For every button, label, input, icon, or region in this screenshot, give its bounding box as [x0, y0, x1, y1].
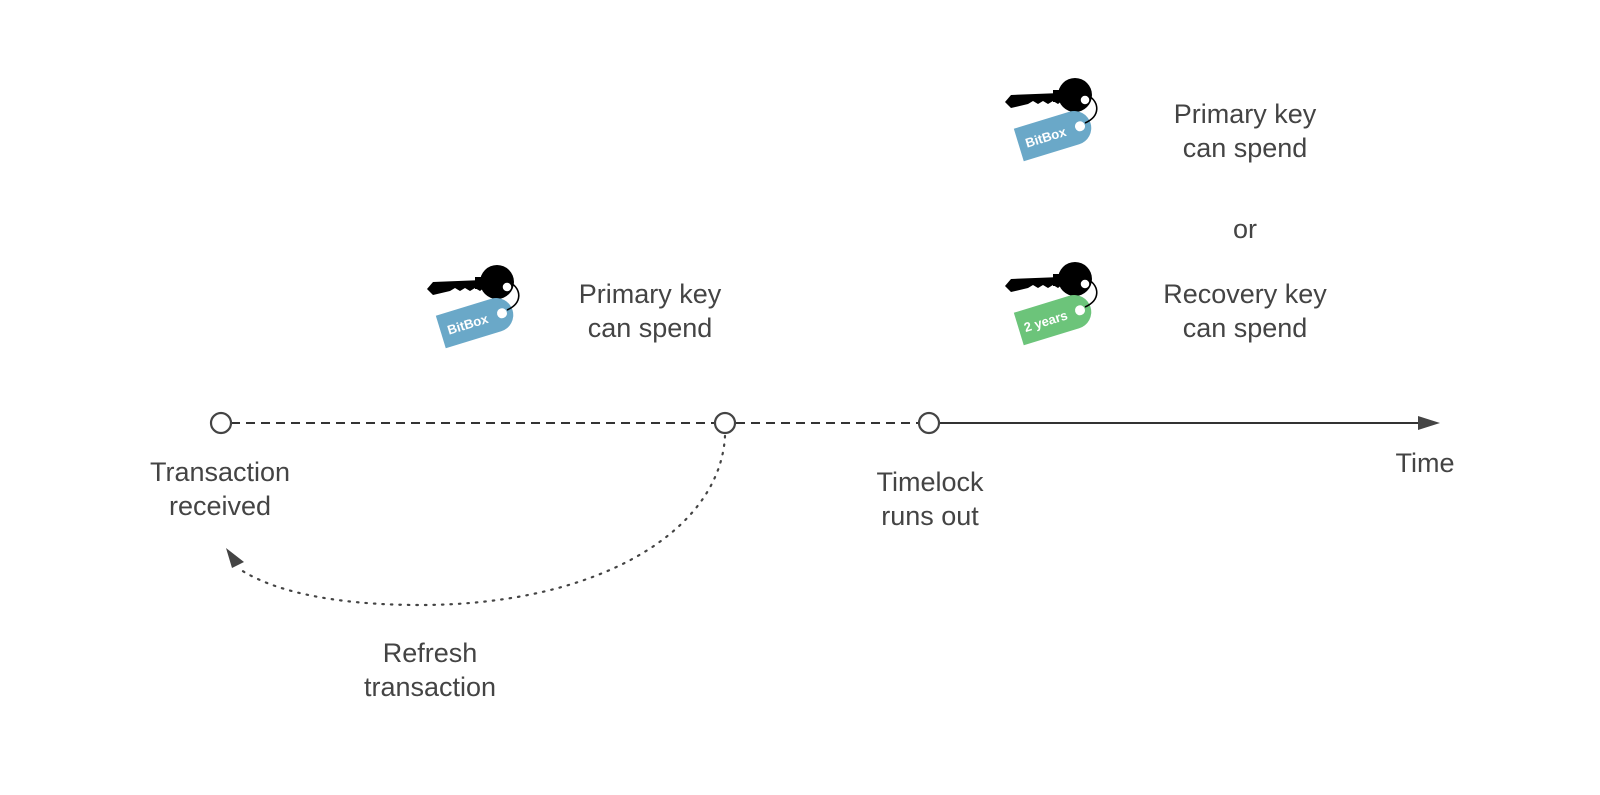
refresh-curve [236, 434, 727, 607]
label-phase2-primary: Primary key can spend [1173, 99, 1317, 163]
timeline-point-timelock [917, 411, 941, 435]
key-shape [1005, 78, 1092, 112]
label-time-axis: Time [1395, 448, 1455, 478]
label-transaction-received: Transaction received [149, 457, 291, 521]
key-tag: BitBox [435, 298, 514, 349]
key-shape [427, 265, 514, 299]
timeline-point-received [209, 411, 233, 435]
key-icon-phase2-recovery: 2 years [1005, 262, 1098, 346]
timeline-point-refresh [713, 411, 737, 435]
label-phase1-primary: Primary key can spend [578, 279, 722, 343]
label-phase2-recovery: Recovery key can spend [1163, 279, 1327, 343]
label-or: or [1232, 214, 1257, 244]
refresh-arrowhead [226, 548, 244, 568]
key-icon-phase2-bitbox: BitBox [1005, 78, 1098, 162]
key-shape [1005, 262, 1092, 296]
time-axis-arrowhead [1418, 416, 1440, 430]
label-refresh-transaction: Refresh transaction [363, 638, 497, 702]
label-timelock: Timelock runs out [876, 467, 984, 531]
key-tag: 2 years [1013, 295, 1092, 346]
key-tag: BitBox [1013, 111, 1092, 162]
key-icon-phase1-bitbox: BitBox [427, 265, 520, 349]
